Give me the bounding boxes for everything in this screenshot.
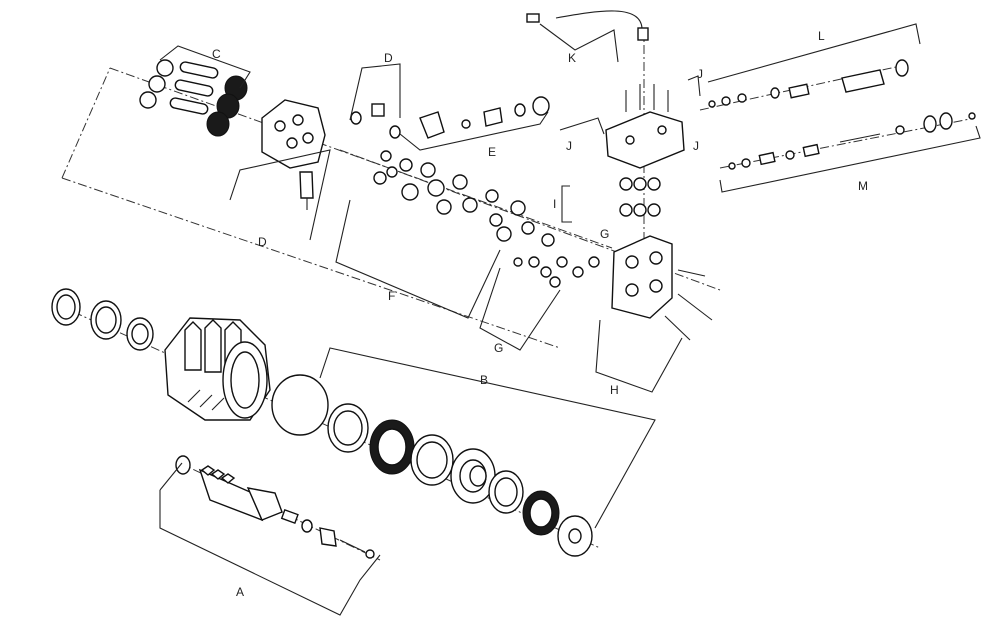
bracket-j-top [687,75,701,97]
label-m: M [858,179,868,193]
group-g-valves: G G [479,227,609,355]
bracket-l [707,23,921,83]
label-a: A [236,585,244,599]
label-j-top: J [697,67,703,81]
group-d-head: D D [229,51,401,249]
label-i: I [553,197,556,211]
label-e: E [488,145,496,159]
label-f: F [388,289,395,303]
group-l-injector: L [707,23,921,108]
bracket-j-left [559,117,605,135]
label-j-left: J [566,139,572,153]
label-c: C [212,47,221,61]
crankcase-housing [164,317,271,421]
group-b-bearings: B [271,347,656,557]
bracket-e [399,111,549,151]
left-seal-rings [51,288,154,351]
bracket-b [319,347,656,529]
group-f-valve-rings: F [335,150,555,319]
group-e-unloader: E [399,96,550,159]
bracket-g-lower [479,267,561,351]
bracket-h [595,319,683,393]
bracket-f [335,199,501,319]
label-d-upper: D [384,51,393,65]
label-k: K [568,51,576,65]
label-g-upper: G [600,227,609,241]
bracket-c [159,45,251,89]
group-k-hose: K [526,10,649,65]
label-d-lower: D [258,235,267,249]
label-h: H [610,383,619,397]
group-h-manifold: H [595,235,713,397]
bracket-m [719,125,981,193]
label-j-right: J [693,139,699,153]
group-a-crankshaft: A [159,455,381,616]
group-j-cover: J J J [559,67,703,169]
label-l: L [818,29,825,43]
group-c-plungers: C [139,45,251,137]
bracket-a [159,490,381,616]
bracket-i [561,185,572,223]
bracket-k [539,23,619,63]
bracket-d-lower [229,149,331,241]
bracket-d-upper [349,63,401,121]
group-i-check-valves: I [553,177,661,223]
label-b: B [480,373,488,387]
label-g-lower: G [494,341,503,355]
group-m-regulator: M [719,112,981,193]
